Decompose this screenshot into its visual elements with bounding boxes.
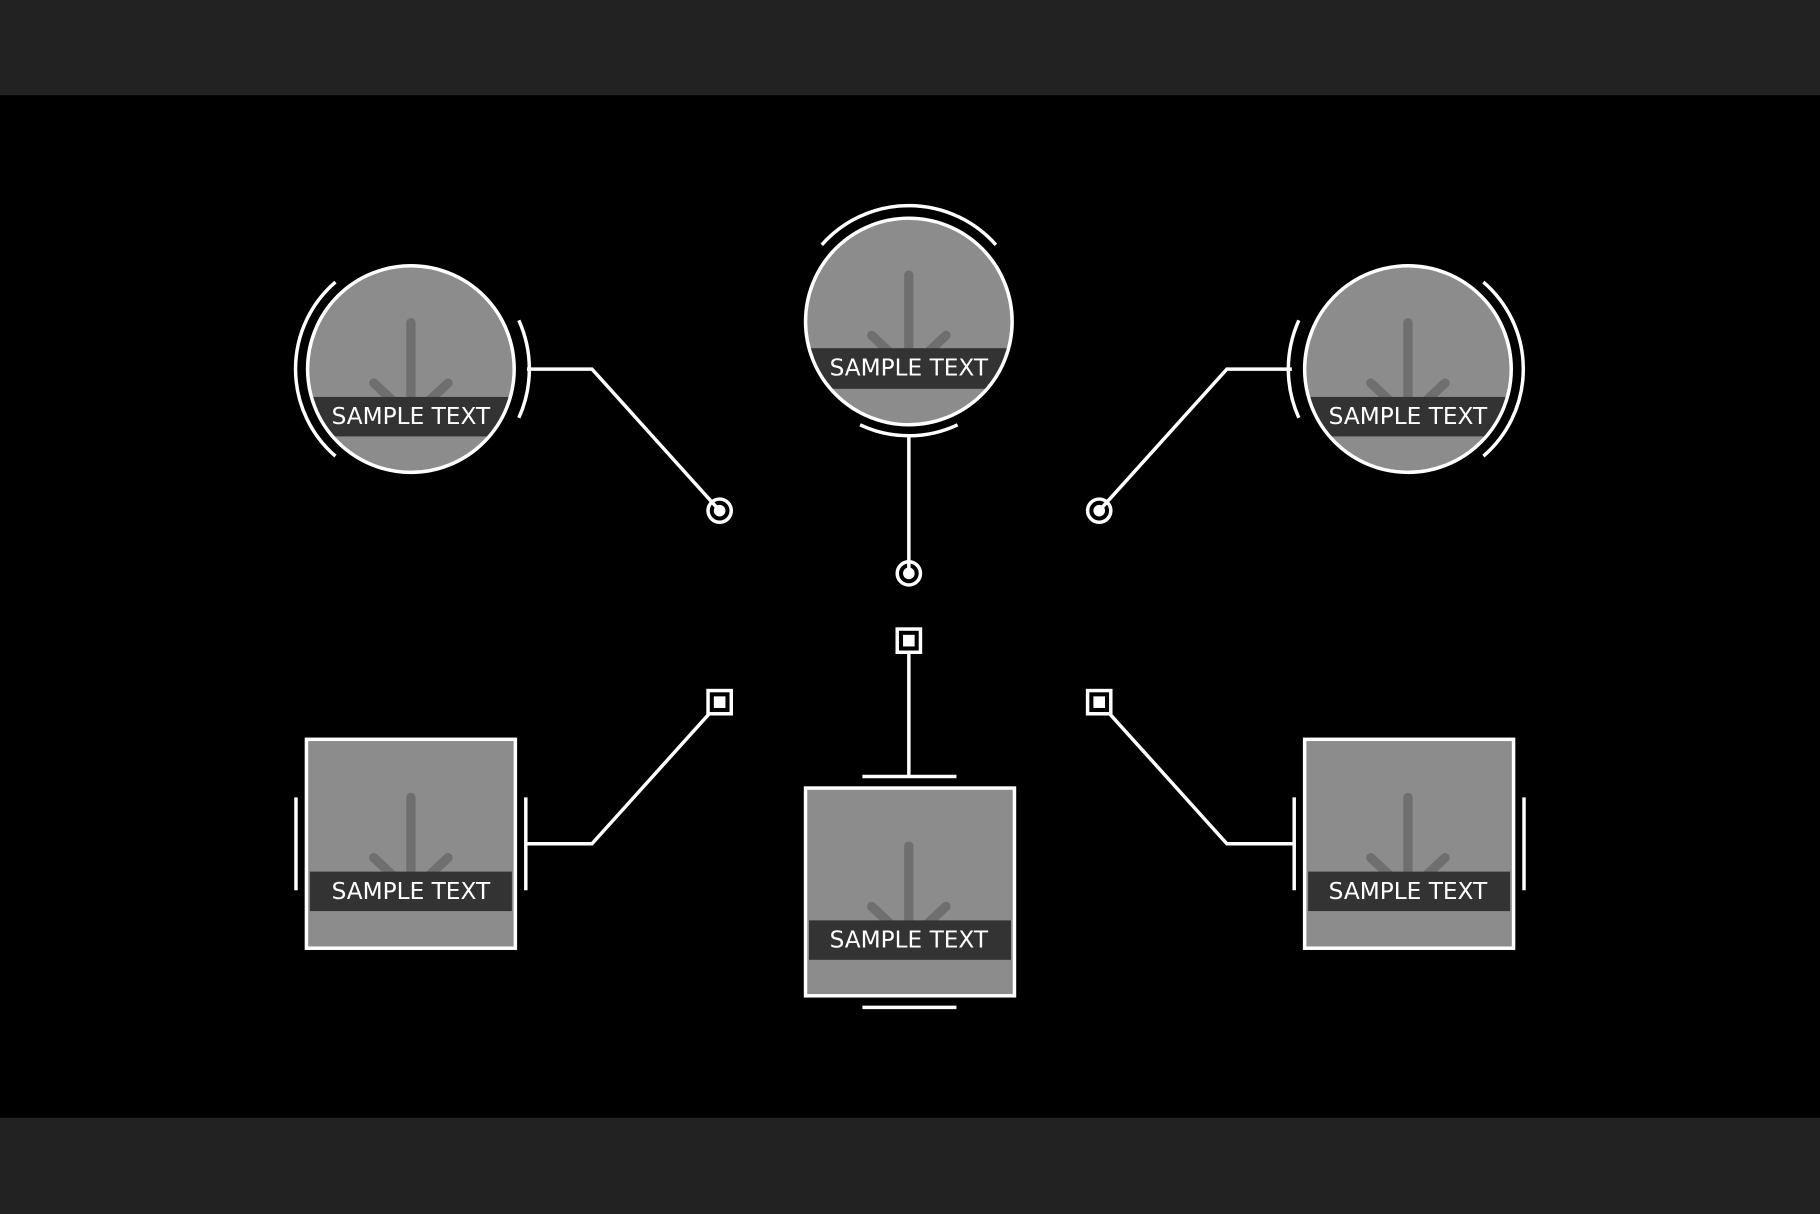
node-label: SAMPLE TEXT	[332, 403, 491, 430]
bottom-letterbox-bar	[0, 1117, 1820, 1214]
node-label: SAMPLE TEXT	[830, 927, 989, 954]
arrow-down-icon	[805, 270, 1013, 389]
circle-node-top-right[interactable]: SAMPLE TEXT	[1286, 264, 1532, 475]
square-endpoint[interactable]	[1085, 688, 1113, 716]
arrow-down-icon	[1304, 318, 1512, 437]
connector-line	[526, 367, 721, 512]
square-endpoint[interactable]	[706, 688, 733, 716]
decorative-arc	[859, 423, 959, 438]
square-node-bottom-left[interactable]: SAMPLE TEXT	[294, 737, 528, 950]
top-letterbox-bar	[0, 0, 1820, 96]
square-node-bottom-right[interactable]: SAMPLE TEXT	[1292, 737, 1526, 950]
square-node-bottom-center[interactable]: SAMPLE TEXT	[803, 774, 1017, 1010]
decorative-arc	[820, 203, 998, 247]
circle-endpoint[interactable]	[706, 497, 733, 525]
arrow-down-icon	[307, 318, 515, 437]
connector-line	[1097, 701, 1295, 846]
circle-endpoint[interactable]	[895, 559, 923, 587]
decorative-arc	[1482, 280, 1525, 458]
connector-line	[525, 701, 721, 846]
square-endpoint[interactable]	[895, 627, 923, 655]
connector-line	[1097, 367, 1292, 512]
node-label: SAMPLE TEXT	[332, 878, 491, 905]
node-label: SAMPLE TEXT	[1329, 403, 1488, 430]
decorative-arc	[293, 280, 337, 458]
circle-node-top-left[interactable]: SAMPLE TEXT	[290, 264, 534, 475]
circle-node-top-center[interactable]: SAMPLE TEXT	[789, 203, 1033, 438]
node-label: SAMPLE TEXT	[830, 354, 989, 381]
circle-endpoint[interactable]	[1085, 497, 1113, 525]
node-label: SAMPLE TEXT	[1329, 878, 1488, 905]
